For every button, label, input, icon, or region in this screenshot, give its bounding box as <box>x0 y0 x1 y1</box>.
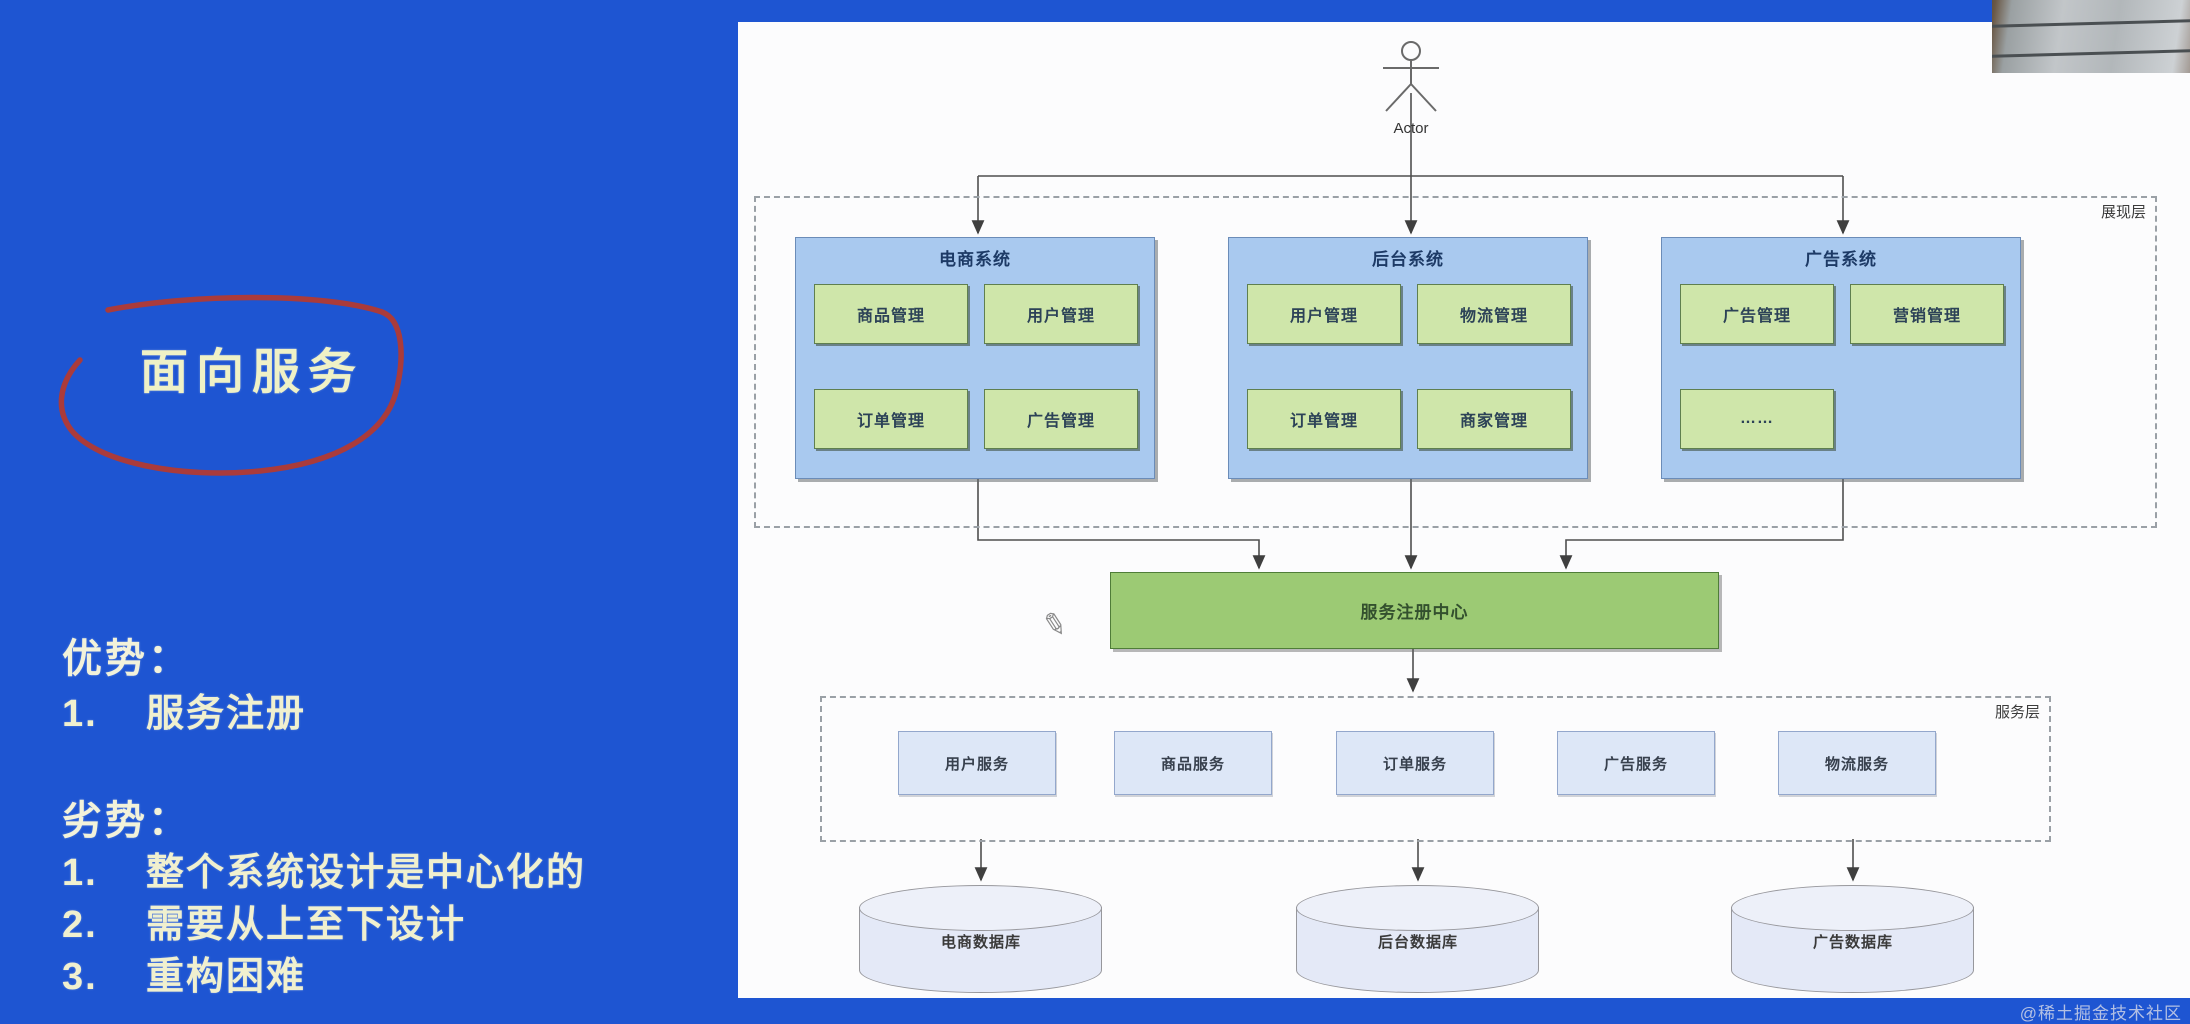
actor-label: Actor <box>1393 120 1429 137</box>
cylinder-shape <box>1296 885 1539 931</box>
system-box-backend: 后台系统 用户管理 物流管理 订单管理 商家管理 <box>1228 237 1588 479</box>
module-box: 订单管理 <box>1247 389 1401 449</box>
system-title: 广告系统 <box>1805 250 1877 269</box>
module-box: 用户管理 <box>1247 284 1401 344</box>
module-box: 广告管理 <box>1680 284 1834 344</box>
system-box-advertising: 广告系统 广告管理 营销管理 …… <box>1661 237 2021 479</box>
module-box: 营销管理 <box>1850 284 2004 344</box>
system-title: 电商系统 <box>939 250 1011 269</box>
service-box-user: 用户服务 <box>898 731 1056 795</box>
webcam-overlay <box>1992 0 2190 73</box>
disadvantages-heading: 劣势： <box>62 799 191 843</box>
service-box-logistics: 物流服务 <box>1778 731 1936 795</box>
database-label: 电商数据库 <box>940 934 1021 951</box>
system-title: 后台系统 <box>1372 250 1444 269</box>
disadvantage-item: 3. 重构困难 <box>62 945 306 1000</box>
service-box-product: 商品服务 <box>1114 731 1272 795</box>
service-layer-label: 服务层 <box>1994 704 2040 721</box>
presentation-layer-label: 展现层 <box>2100 204 2146 221</box>
advantage-item: 1. 服务注册 <box>62 682 306 737</box>
module-box: 商家管理 <box>1417 389 1571 449</box>
module-box: 订单管理 <box>814 389 968 449</box>
service-box-order: 订单服务 <box>1336 731 1494 795</box>
database-label: 后台数据库 <box>1377 934 1458 951</box>
database-ecommerce: 电商数据库 <box>859 885 1103 993</box>
advantage-item-number: 1. <box>62 693 98 735</box>
module-box: 用户管理 <box>984 284 1138 344</box>
database-backend: 后台数据库 <box>1296 885 1540 993</box>
presentation-layer-box: 展现层 <box>754 196 2157 528</box>
watermark: @稀土掘金技术社区 <box>2019 1004 2182 1023</box>
module-box: …… <box>1680 389 1834 449</box>
disadvantage-item-text: 重构困难 <box>146 956 307 998</box>
service-box-ad: 广告服务 <box>1557 731 1715 795</box>
database-advertising: 广告数据库 <box>1731 885 1975 993</box>
module-box: 商品管理 <box>814 284 968 344</box>
webcam-image <box>1992 0 2190 73</box>
disadvantage-item: 1. 整个系统设计是中心化的 <box>62 841 586 896</box>
database-label: 广告数据库 <box>1812 934 1893 951</box>
system-box-ecommerce: 电商系统 商品管理 用户管理 订单管理 广告管理 <box>795 237 1155 479</box>
service-layer-box: 服务层 <box>820 696 2051 842</box>
disadvantage-item-number: 1. <box>62 852 98 894</box>
disadvantage-item: 2. 需要从上至下设计 <box>62 893 466 948</box>
disadvantage-item-text: 整个系统设计是中心化的 <box>146 852 587 894</box>
module-box: 广告管理 <box>984 389 1138 449</box>
cylinder-shape <box>1731 885 1974 931</box>
disadvantage-item-number: 3. <box>62 956 98 998</box>
disadvantage-item-text: 需要从上至下设计 <box>146 904 467 946</box>
module-box: 物流管理 <box>1417 284 1571 344</box>
advantages-heading: 优势： <box>62 637 191 681</box>
slide-title: 面向服务 <box>140 346 365 399</box>
disadvantage-item-number: 2. <box>62 904 98 946</box>
cylinder-shape <box>859 885 1102 931</box>
service-registry-box: 服务注册中心 <box>1110 572 1719 649</box>
advantage-item-text: 服务注册 <box>146 693 307 735</box>
